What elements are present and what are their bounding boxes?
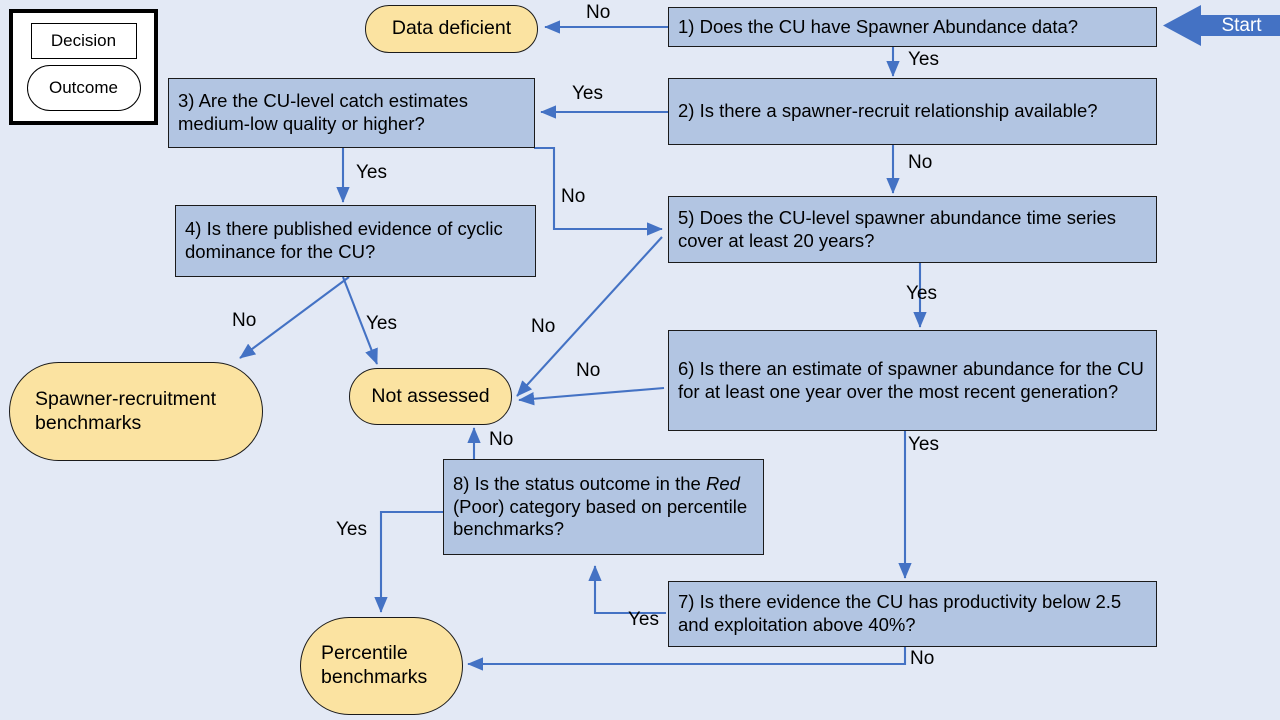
legend-box: Decision Outcome — [9, 9, 158, 125]
outcome-data-deficient[interactable]: Data deficient — [365, 5, 538, 53]
outcome-percentile-benchmarks[interactable]: Percentile benchmarks — [300, 617, 463, 715]
decision-q8-text-italic: Red — [705, 473, 740, 495]
edge-label-q5-yes: Yes — [906, 283, 937, 304]
decision-q4[interactable]: 4) Is there published evidence of cyclic… — [175, 205, 536, 277]
edge-label-q7-yes: Yes — [628, 609, 659, 630]
decision-q7[interactable]: 7) Is there evidence the CU has producti… — [668, 581, 1157, 647]
edge-label-q1-no: No — [586, 2, 611, 23]
edge-label-q4-no: No — [232, 310, 257, 331]
edge-q8-yes — [374, 510, 443, 613]
decision-q1[interactable]: 1) Does the CU have Spawner Abundance da… — [668, 7, 1157, 47]
decision-q8[interactable]: 8) Is the status outcome in the Red (Poo… — [443, 459, 764, 555]
edge-label-q4-yes: Yes — [366, 313, 397, 334]
decision-q8-text-part2: (Poor) category based on percentile benc… — [453, 495, 748, 540]
decision-q6[interactable]: 6) Is there an estimate of spawner abund… — [668, 330, 1157, 431]
decision-q5[interactable]: 5) Does the CU-level spawner abundance t… — [668, 196, 1157, 263]
edge-q7-no — [467, 646, 907, 671]
decision-q1-label: 1) Does the CU have Spawner Abundance da… — [678, 15, 1079, 37]
edge-label-q2-no: No — [908, 152, 933, 173]
decision-q8-text-part1: 8) Is the status outcome in the — [453, 473, 706, 495]
edge-q3-no — [534, 146, 663, 236]
decision-q7-label: 7) Is there evidence the CU has producti… — [678, 591, 1122, 635]
legend-outcome-label: Outcome — [49, 78, 118, 97]
edge-label-q6-yes: Yes — [908, 434, 939, 455]
legend-decision-swatch: Decision — [30, 23, 137, 59]
legend-outcome-swatch: Outcome — [26, 65, 141, 111]
edge-q7-yes — [588, 565, 666, 615]
decision-q8-label: 8) Is the status outcome in the Red (Poo… — [453, 473, 755, 541]
edge-q6-no — [518, 386, 665, 406]
outcome-not-assessed[interactable]: Not assessed — [349, 368, 512, 425]
edge-label-q5-no: No — [531, 316, 556, 337]
start-block-arrow: Start — [1163, 3, 1280, 48]
edge-q4-no — [239, 276, 350, 359]
decision-q6-label: 6) Is there an estimate of spawner abund… — [678, 357, 1144, 402]
decision-q4-label: 4) Is there published evidence of cyclic… — [185, 218, 503, 262]
edge-label-q1-yes: Yes — [908, 49, 939, 70]
outcome-data-deficient-label: Data deficient — [391, 17, 512, 40]
outcome-not-assessed-label: Not assessed — [371, 384, 490, 407]
edge-label-q6-no: No — [576, 360, 601, 381]
start-arrow-shape — [1163, 5, 1280, 46]
edge-label-q3-yes: Yes — [356, 162, 387, 183]
decision-q5-label: 5) Does the CU-level spawner abundance t… — [678, 206, 1117, 251]
decision-q2-label: 2) Is there a spawner-recruit relationsh… — [678, 100, 1098, 122]
edge-label-q8-no: No — [489, 429, 514, 450]
decision-q2[interactable]: 2) Is there a spawner-recruit relationsh… — [668, 78, 1157, 145]
outcome-spawner-recruitment-benchmarks[interactable]: Spawner-recruitment benchmarks — [9, 362, 263, 461]
legend-decision-label: Decision — [50, 31, 117, 50]
outcome-percentile-benchmarks-label: Percentile benchmarks — [321, 642, 428, 688]
start-label: Start — [1221, 14, 1262, 36]
edge-label-q2-yes: Yes — [572, 83, 603, 104]
edge-label-q7-no: No — [910, 648, 935, 669]
decision-q3[interactable]: 3) Are the CU-level catch estimates medi… — [168, 78, 535, 148]
edge-label-q8-yes: Yes — [336, 519, 367, 540]
outcome-spawner-recruitment-benchmarks-label: Spawner-recruitment benchmarks — [35, 387, 216, 434]
edge-label-q3-no: No — [561, 186, 586, 207]
decision-q3-label: 3) Are the CU-level catch estimates medi… — [178, 90, 468, 134]
